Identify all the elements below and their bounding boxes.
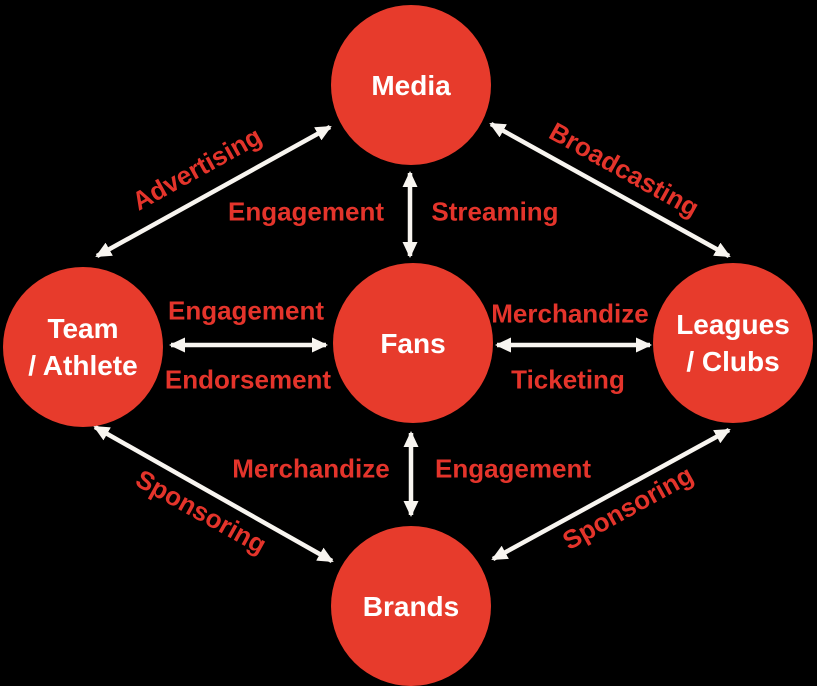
arrow-team-brands: [93, 425, 334, 563]
edge-label-engagement-media-fans: Engagement: [227, 196, 385, 227]
node-leagues-clubs: Leagues / Clubs: [653, 263, 813, 423]
node-leagues-clubs-label: Leagues / Clubs: [676, 309, 790, 377]
node-brands-label: Brands: [362, 590, 460, 622]
edge-label-ticketing: Ticketing: [511, 364, 625, 395]
arrow-media-leagues: [489, 122, 731, 258]
edge-label-merchandize-fans-leagues: Merchandize: [491, 298, 649, 329]
node-media-label: Media: [371, 69, 451, 101]
node-media: Media: [331, 5, 491, 165]
node-team-athlete-label: Team / Athlete: [28, 313, 138, 381]
edge-label-merchandize-fans-brands: Merchandize: [232, 453, 390, 484]
edge-label-engagement-team-fans: Engagement: [167, 295, 325, 326]
arrow-brands-leagues: [491, 428, 731, 561]
edge-label-engagement-fans-brands: Engagement: [434, 453, 592, 484]
node-fans: Fans: [333, 263, 493, 423]
node-team-athlete: Team / Athlete: [3, 267, 163, 427]
node-fans-label: Fans: [380, 327, 446, 359]
edge-label-endorsement: Endorsement: [164, 364, 332, 395]
node-brands: Brands: [331, 526, 491, 686]
arrow-team-media: [95, 125, 332, 258]
edge-label-streaming: Streaming: [431, 196, 559, 227]
